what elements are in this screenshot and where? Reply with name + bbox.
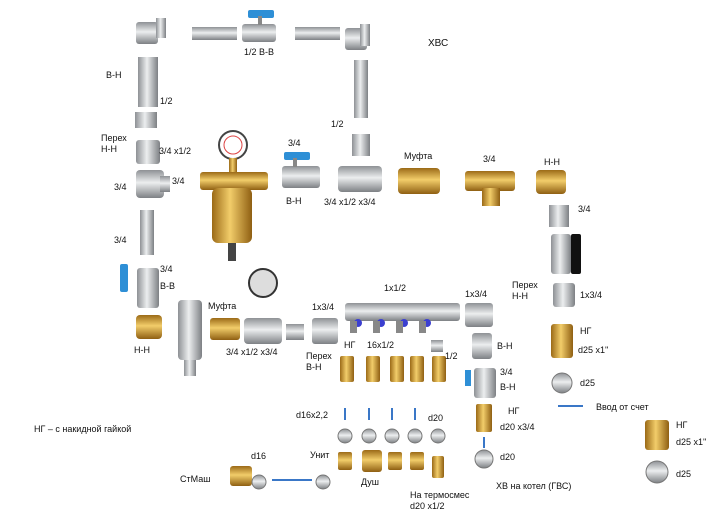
label-34-mid: 3/4 xyxy=(500,367,513,377)
adapter-1x34-left xyxy=(312,318,338,344)
ball-valve-top xyxy=(242,10,276,42)
label-mufta-top: Муфта xyxy=(404,151,433,161)
label-vn-mid: В-Н xyxy=(497,341,513,351)
press-fitting-ng-far xyxy=(645,420,669,450)
label-vv-top: 1/2 В-В xyxy=(244,47,275,57)
label-d25-right: d25 xyxy=(580,378,596,388)
label-perekh-left: Перех Н-Н xyxy=(101,133,127,154)
crimp-ring-d25-far xyxy=(645,460,669,484)
label-ng-right: НГ xyxy=(580,326,592,336)
label-vv-left: В-В xyxy=(160,281,176,291)
chrome-elbow-mid xyxy=(472,333,492,359)
union-nut-center xyxy=(248,268,278,298)
label-34-right: 3/4 xyxy=(578,204,591,214)
label-16x12: 16х1/2 xyxy=(367,340,395,350)
press-fitting-ng-right xyxy=(551,324,573,358)
hex-nipple-right xyxy=(549,205,569,227)
label-mufta-bottom: Муфта xyxy=(208,301,237,311)
ball-valve-34 xyxy=(282,152,320,188)
ball-valve-mid xyxy=(465,368,496,398)
label-d16x22: d16х2,2 xyxy=(296,410,329,420)
label-d20-mid: d20 xyxy=(428,413,444,423)
nipple-pipe-top-1 xyxy=(192,27,237,40)
label-d25x1-right: d25 х1'' xyxy=(578,345,609,355)
manifold-1x12 xyxy=(345,303,460,333)
label-perekh-vn: Перех В-Н xyxy=(306,351,332,372)
nipple-pipe-top-2 xyxy=(295,27,340,40)
label-unit: Унит xyxy=(310,450,330,460)
small-nipple-mid xyxy=(431,340,443,352)
label-34-left-b: 3/4 xyxy=(172,176,185,186)
label-ng-mid: НГ xyxy=(344,340,356,350)
brass-coupling-top xyxy=(398,168,440,194)
label-stmash: СтМаш xyxy=(180,474,211,484)
hex-nipple-left xyxy=(135,112,157,128)
label-vn-ball: В-Н xyxy=(286,196,302,206)
pressure-reducer xyxy=(178,300,202,376)
brass-elbow-left xyxy=(136,315,162,339)
tee-bottom xyxy=(244,318,282,344)
reducer-nn-left xyxy=(136,140,160,164)
crimp-ring-d25-right xyxy=(551,372,573,394)
brass-elbow-right xyxy=(536,170,566,194)
label-d20x34: d20 х3/4 xyxy=(500,422,535,432)
label-d25-far: d25 xyxy=(676,469,692,479)
title-hvs: ХВС xyxy=(428,38,449,49)
label-34-left-d: 3/4 xyxy=(160,264,173,274)
label-34-left-c: 3/4 xyxy=(114,235,127,245)
label-vvod: Ввод от счет xyxy=(596,402,649,412)
tee-left xyxy=(136,170,170,198)
label-dush: Душ xyxy=(361,477,380,487)
brass-coupling-bottom xyxy=(210,318,240,340)
label-ng-mid2: НГ xyxy=(508,406,520,416)
label-half-mid: 1/2 xyxy=(445,351,458,361)
small-nipple-bottom xyxy=(286,324,304,340)
label-ng-far: НГ xyxy=(676,420,688,430)
riser-pipe xyxy=(352,60,370,156)
outlet-fittings-bottom xyxy=(338,450,444,478)
label-tee-top: 3/4 х1/2 х3/4 xyxy=(324,197,376,207)
elbow-fitting-top-left xyxy=(136,18,166,44)
label-34x12-left: 3/4 х1/2 xyxy=(159,146,192,156)
label-nn-left: Н-Н xyxy=(134,345,150,355)
adapter-vn-left xyxy=(138,57,158,107)
label-1x34-b: 1х3/4 xyxy=(465,289,488,299)
elbow-fitting-top-right xyxy=(345,24,370,50)
strainer-filter xyxy=(465,171,515,206)
ball-valve-right xyxy=(551,234,581,274)
label-termo: На термосмес d20 х1/2 xyxy=(410,490,470,511)
label-34-filter: 3/4 xyxy=(483,154,496,164)
label-d16: d16 xyxy=(251,451,267,461)
label-nn-top: Н-Н xyxy=(544,157,560,167)
label-d20-low: d20 xyxy=(500,452,516,462)
crimp-rings-row xyxy=(337,428,494,469)
label-vn-mid2: В-Н xyxy=(500,382,516,392)
tee-top xyxy=(338,166,382,192)
label-vn-left: В-Н xyxy=(106,70,122,80)
label-manifold: 1х1/2 xyxy=(384,283,407,293)
stmash-fitting xyxy=(230,466,331,490)
water-filter-with-gauge xyxy=(200,130,268,261)
label-1x34-right: 1х3/4 xyxy=(580,290,603,300)
label-34-left-a: 3/4 xyxy=(114,182,127,192)
label-hv-kotel: ХВ на котел (ГВС) xyxy=(496,481,572,491)
reducer-nn-right xyxy=(553,283,575,307)
legend-ng: НГ – с накидной гайкой xyxy=(34,424,132,434)
press-fittings-ng-row xyxy=(340,356,492,432)
label-half-riser: 1/2 xyxy=(331,119,344,129)
label-perekh-right: Перех Н-Н xyxy=(512,280,538,301)
adapter-1x34-right xyxy=(465,303,493,327)
label-34-ball: 3/4 xyxy=(288,138,301,148)
label-1x34-a: 1х3/4 xyxy=(312,302,335,312)
ball-valve-left xyxy=(120,264,159,308)
pipe-lines-blue-short xyxy=(344,408,485,448)
label-tee-bottom: 3/4 х1/2 х3/4 xyxy=(226,347,278,357)
label-half-left: 1/2 xyxy=(160,96,173,106)
pipe-left-vertical xyxy=(140,210,154,255)
label-d25x1-far: d25 х1'' xyxy=(676,437,707,447)
